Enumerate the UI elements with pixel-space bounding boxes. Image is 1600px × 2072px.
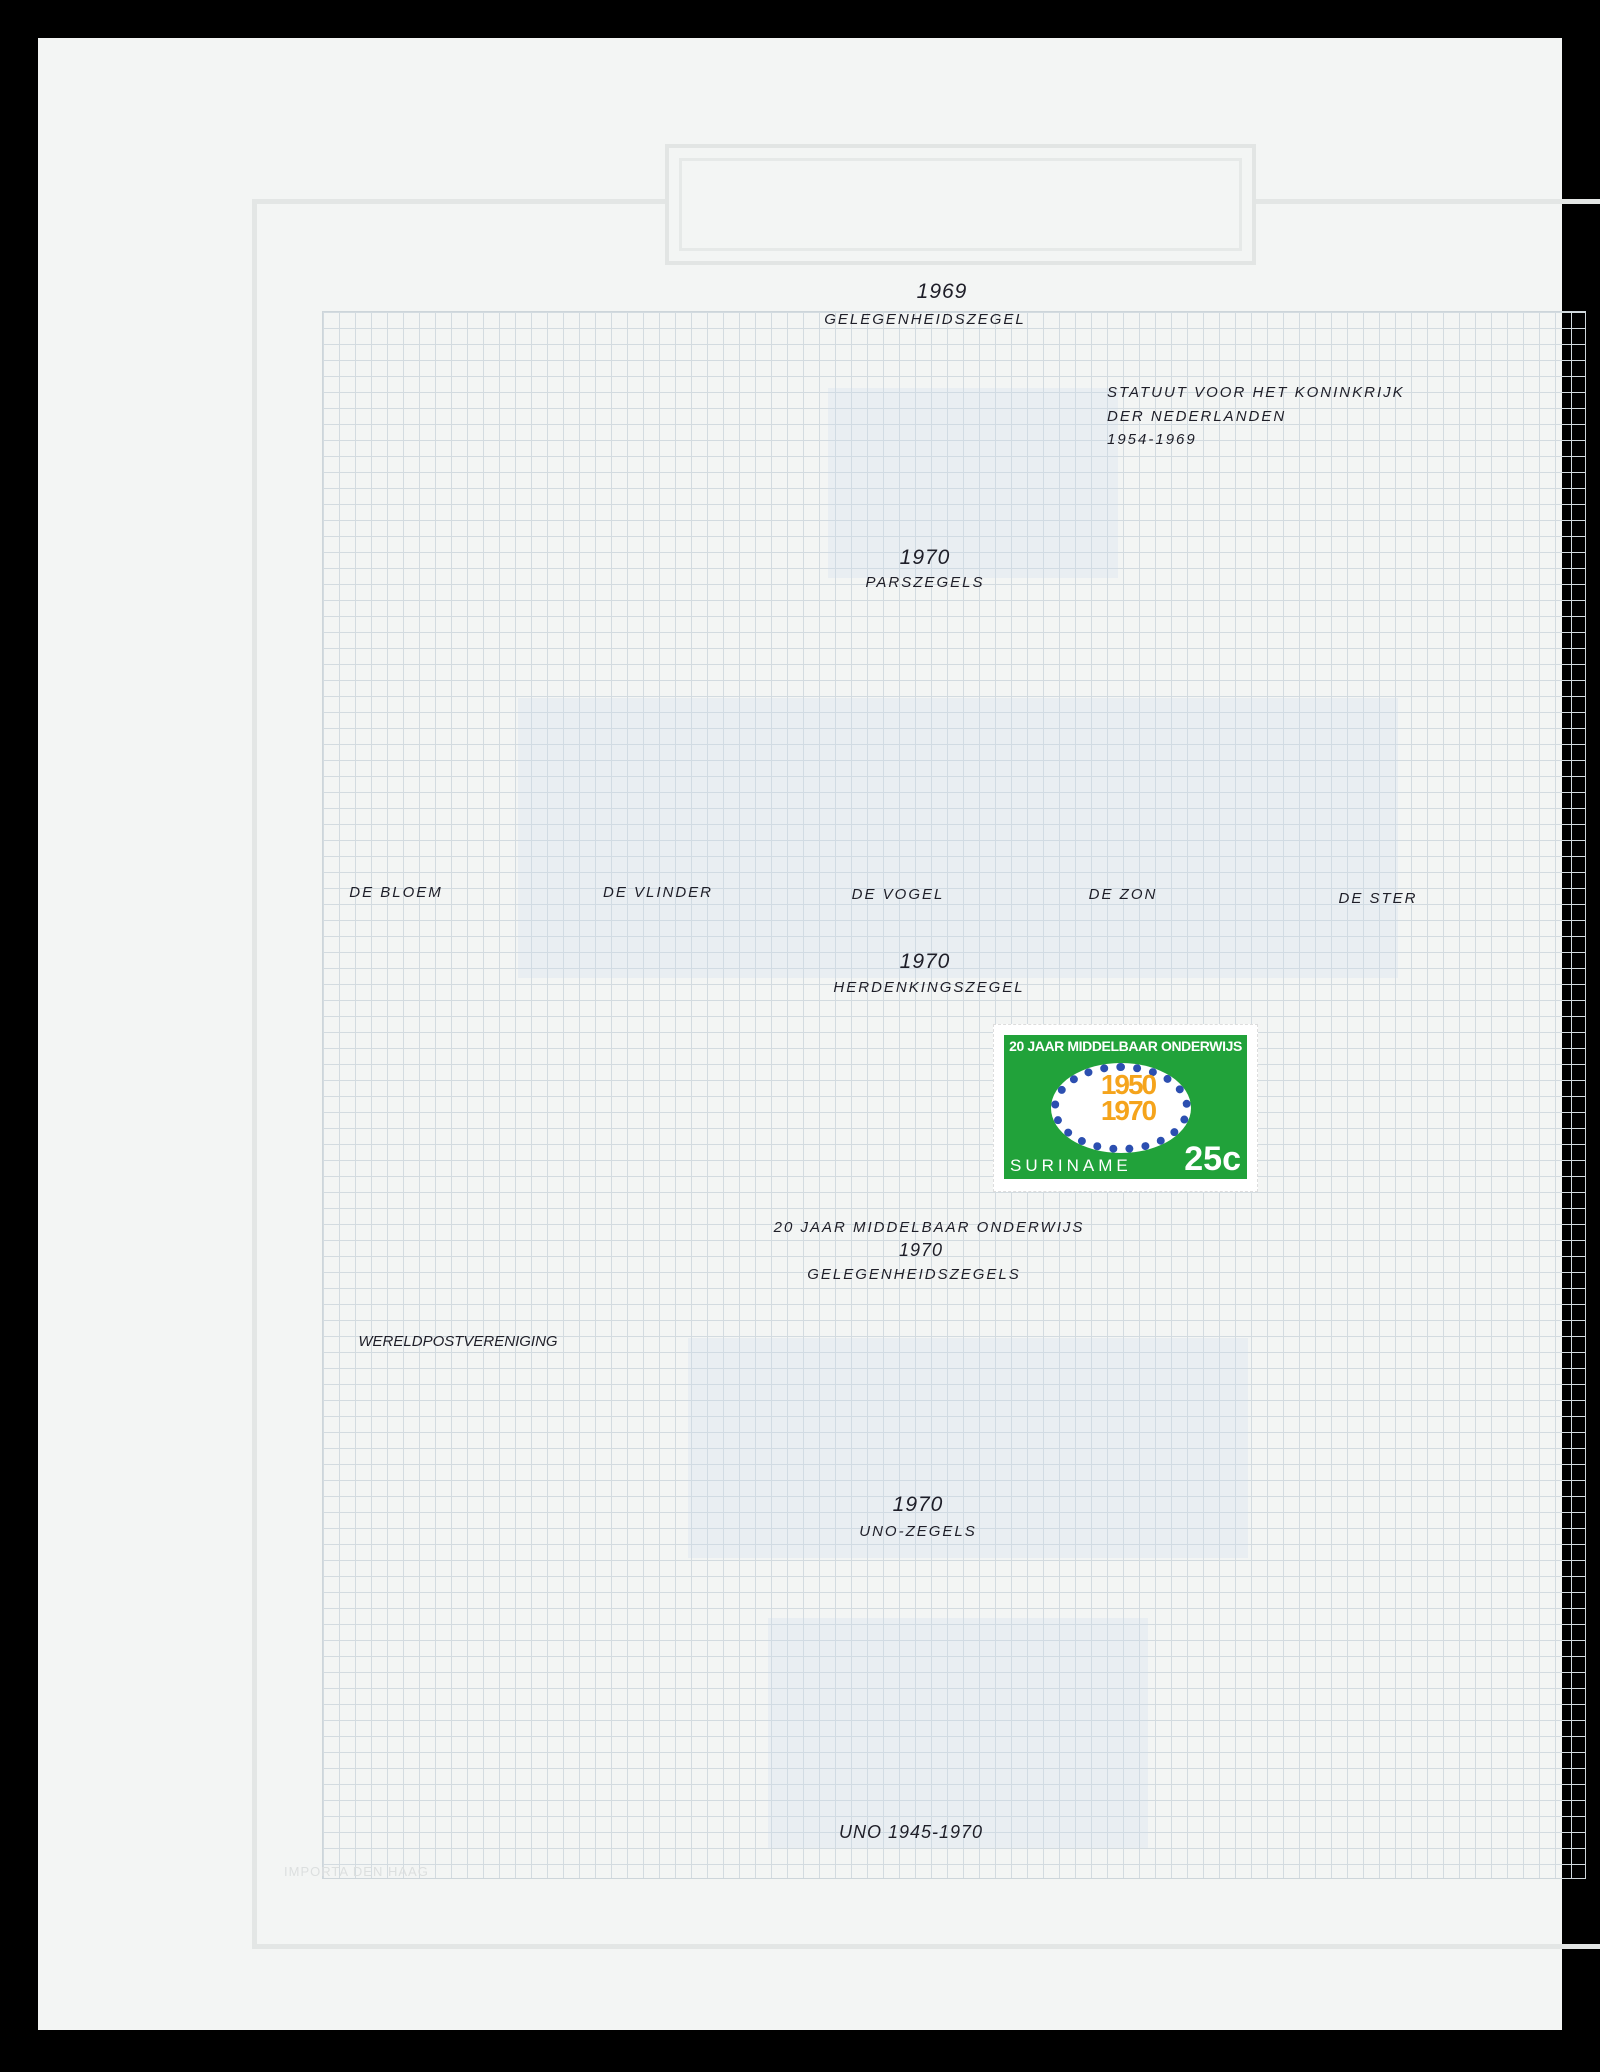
section-title: UNO-ZEGELS bbox=[859, 1523, 977, 1540]
statuut-line: 1954-1969 bbox=[1107, 431, 1197, 448]
empty-stamp-slot bbox=[688, 1338, 1248, 1558]
statuut-line: DER NEDERLANDEN bbox=[1107, 408, 1287, 425]
stamp-label: DE STER bbox=[1338, 890, 1418, 907]
stamp-label: DE ZON bbox=[1088, 886, 1158, 903]
stamp-country: SURINAME bbox=[1010, 1156, 1132, 1175]
empty-stamp-slot bbox=[518, 698, 1398, 978]
stamp-value: 25c bbox=[1184, 1140, 1241, 1178]
section-year: 1970 bbox=[899, 950, 951, 973]
stamp-label: DE VOGEL bbox=[851, 886, 945, 903]
stamp-date: 1970 bbox=[1100, 1095, 1157, 1126]
section-year: 1970 bbox=[899, 546, 951, 569]
section-title: PARSZEGELS bbox=[865, 574, 985, 591]
caption: GELEGENHEIDSZEGELS bbox=[807, 1266, 1021, 1283]
section-year: 1970 bbox=[892, 1493, 944, 1516]
caption-year: 1970 bbox=[898, 1240, 944, 1260]
stamp-top-text: 20 JAAR MIDDELBAAR ONDERWIJS bbox=[1009, 1038, 1242, 1054]
section-title: GELEGENHEIDSZEGEL bbox=[824, 311, 1026, 328]
stamp-date: 1950 bbox=[1100, 1069, 1157, 1100]
publisher-imprint: IMPORTA DEN HAAG bbox=[284, 1864, 429, 1879]
album-page bbox=[38, 38, 1600, 2030]
grid-paper bbox=[322, 311, 1586, 1879]
section-title: HERDENKINGSZEGEL bbox=[833, 979, 1025, 996]
section-title: WERELDPOSTVERENIGING bbox=[358, 1333, 558, 1350]
stamp-label: DE VLINDER bbox=[602, 884, 714, 901]
empty-stamp-slot bbox=[828, 388, 1118, 578]
section-year: 1969 bbox=[916, 280, 968, 303]
laurel-wreath-icon bbox=[1051, 1063, 1191, 1153]
caption: UNO 1945-1970 bbox=[838, 1822, 984, 1842]
empty-stamp-slot bbox=[768, 1618, 1148, 1848]
stamp-label: DE BLOEM bbox=[349, 884, 443, 901]
statuut-line: STATUUT VOOR HET KONINKRIJK bbox=[1107, 384, 1405, 401]
title-box bbox=[665, 144, 1256, 265]
caption: 20 JAAR MIDDELBAAR ONDERWIJS bbox=[773, 1219, 1085, 1236]
